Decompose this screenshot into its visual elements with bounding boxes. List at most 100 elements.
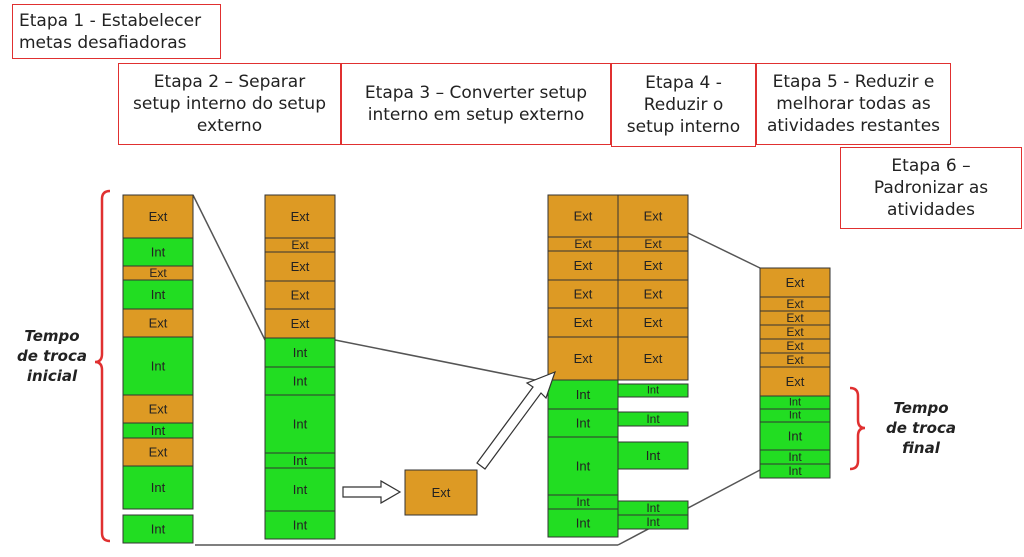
final-column-ext-5-label: Ext [786,339,804,353]
initial-column-ext-7-block [122,394,194,424]
reduced-column-ext-6-label: Ext [644,351,663,366]
reduced-column-int-1-label: Int [647,385,659,397]
final-column-int-9-label: Int [789,410,801,422]
arrow-right-to-ext [342,479,402,505]
converted-column-int-11-block [547,508,619,538]
reduced-column-ext-4-label: Ext [644,287,663,302]
initial-time-label: Tempo de troca inicial [16,327,88,385]
converted-column-ext-5-block [547,307,619,338]
separated-column-int-6-block [264,337,336,368]
converted-column-ext-2-label: Ext [574,237,592,251]
initial-column-ext-9-block [122,437,194,467]
final-column-ext-2-label: Ext [786,297,804,311]
initial-column-ext-1-label: Ext [149,209,168,224]
initial-column-ext-5-block [122,308,194,338]
initial-column-int-10-block [122,465,194,510]
reduced-column-ext-4-block [617,279,689,309]
initial-column-ext-9-label: Ext [149,445,168,460]
isolated-ext-block [404,469,478,516]
final-column-int-12-label: Int [788,464,802,478]
reduced-column-int-4-label: Int [646,501,660,515]
reduced-column-ext-5-label: Ext [644,315,663,330]
converted-column-ext-4-block [547,279,619,309]
final-column-ext-7-label: Ext [786,374,805,389]
converted-column-ext-6-block [547,336,619,381]
final-column-int-11-label: Int [788,450,802,464]
initial-bracket [94,189,111,543]
connector-line-col2-col3 [334,339,546,383]
reduced-column-ext-6-block [617,336,689,381]
converted-column-ext-5-label: Ext [574,315,593,330]
separated-column-int-8-label: Int [293,417,308,432]
separated-column-ext-1-label: Ext [291,209,310,224]
connector-line-col1-col2 [192,194,266,341]
converted-column-ext-3-block [547,250,619,281]
initial-column-int-6-block [122,336,194,396]
final-column-ext-6-label: Ext [786,353,804,367]
initial-column-ext-3-label: Ext [149,266,167,280]
final-column-ext-1-block [759,267,831,298]
initial-column-ext-7-label: Ext [149,402,168,417]
reduced-column-ext-2-label: Ext [644,237,662,251]
converted-column-ext-1-label: Ext [574,209,593,224]
reduced-column-int-3-label: Int [646,448,661,463]
converted-column-ext-1-block [547,194,619,238]
converted-column-int-8-block [547,408,619,438]
reduced-column-int-5-label: Int [646,515,660,529]
reduced-column-int-2-label: Int [646,412,660,426]
connector-line-col4-col5-top [687,232,761,269]
separated-column-int-11-label: Int [293,518,308,533]
reduced-column-int-5-block [617,514,689,530]
reduced-column-int-3-block [617,441,689,470]
final-column-ext-7-block [759,366,831,397]
separated-column-ext-3-label: Ext [291,259,310,274]
step-4-box: Etapa 4 - Reduzir o setup interno [611,63,756,147]
converted-column-int-7-label: Int [576,387,591,402]
initial-column-int-4-label: Int [151,287,166,302]
separated-column-ext-3-block [264,251,336,282]
reduced-column-ext-5-block [617,307,689,338]
converted-column-int-8-label: Int [576,416,591,431]
step-5-box: Etapa 5 - Reduzir e melhorar todas as at… [756,63,951,145]
step-2-box: Etapa 2 – Separar setup interno do setup… [118,63,341,145]
converted-column-ext-4-label: Ext [574,287,593,302]
separated-column-int-8-block [264,394,336,454]
separated-column-ext-5-label: Ext [291,316,310,331]
final-column-int-8-label: Int [789,397,801,409]
reduced-column-ext-3-label: Ext [644,258,663,273]
final-time-label: Tempo de troca final [885,399,957,457]
final-bracket [849,386,866,471]
initial-column-int-10-label: Int [151,480,166,495]
separated-column-int-6-label: Int [293,345,308,360]
initial-column-int-8-label: Int [151,423,166,438]
initial-column-int-6-label: Int [151,359,166,374]
initial-column-int-last-label: Int [151,522,166,537]
converted-column-int-7-block [547,379,619,410]
initial-column-ext-5-label: Ext [149,316,168,331]
converted-column-int-9-label: Int [576,459,591,474]
isolated-ext-label: Ext [432,485,451,500]
final-column-ext-4-label: Ext [786,325,804,339]
final-column-int-10-block [759,421,831,451]
separated-column-int-10-block [264,467,336,512]
arrow-up-to-column [476,370,556,470]
converted-column-int-10-label: Int [576,495,590,509]
converted-column-ext-6-label: Ext [574,351,593,366]
separated-column-ext-2-label: Ext [291,238,309,252]
separated-column-ext-5-block [264,308,336,339]
reduced-column-ext-1-block [617,194,689,238]
reduced-column-int-2-block [617,411,689,427]
initial-column-int-2-label: Int [151,245,166,260]
initial-column-int-4-block [122,279,194,310]
step-1-box: Etapa 1 - Estabelecer metas desafiadoras [12,4,221,59]
final-column-int-12-block [759,463,831,479]
final-column-int-10-label: Int [788,429,803,444]
converted-column-int-9-block [547,436,619,496]
step-6-box: Etapa 6 – Padronizar as atividades [840,147,1022,229]
connector-line-col4-col5-bottom [617,469,761,546]
reduced-column-ext-1-label: Ext [644,209,663,224]
step-3-box: Etapa 3 – Converter setup interno em set… [341,63,611,145]
converted-column-int-11-label: Int [576,516,591,531]
